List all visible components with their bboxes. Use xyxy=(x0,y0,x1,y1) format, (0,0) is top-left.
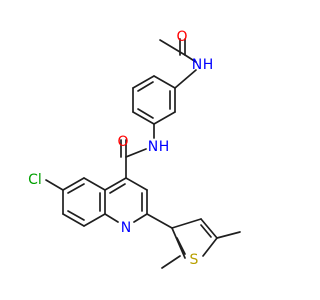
atom-s-thiophene: S xyxy=(190,252,199,268)
atom-n-acetamide: N xyxy=(192,57,202,73)
bond-benz-3 xyxy=(132,111,155,125)
bond-q-1 xyxy=(125,177,148,191)
molecule-diagram: O N H O N H Cl N S xyxy=(28,29,241,269)
atom-n-quinoline: N xyxy=(121,220,131,236)
bond-benz-5 xyxy=(132,75,155,89)
bond-th-2 xyxy=(200,218,218,239)
bond-th-inner-2 xyxy=(176,237,186,255)
bond-benz-6 xyxy=(153,75,176,89)
atom-h-carboxamide: H xyxy=(159,139,170,155)
atom-cl: Cl xyxy=(28,172,42,188)
bond-th-methyl-right xyxy=(216,231,241,239)
bond-qb-4 xyxy=(62,213,85,227)
atom-n-carboxamide: N xyxy=(148,139,158,155)
bond-layer xyxy=(45,38,241,269)
bond-qb-inner-2 xyxy=(67,210,85,221)
bond-q-inner-2 xyxy=(109,183,126,194)
molecule-structure: O N H O N H Cl N S xyxy=(28,29,241,269)
bond-benz-inner-2 xyxy=(137,108,154,119)
bond-th-inner-1 xyxy=(200,224,212,238)
bond-benz-2 xyxy=(153,111,176,125)
bond-th-1 xyxy=(171,218,202,229)
bond-qb-2 xyxy=(62,177,85,191)
bond-q-thiophene xyxy=(146,213,173,229)
bond-c-cl xyxy=(45,179,64,191)
bond-n-ring xyxy=(174,69,197,89)
bond-nh-carbonyl xyxy=(125,148,147,158)
bond-qb-1 xyxy=(83,177,106,191)
atom-o-carboxamide: O xyxy=(117,134,128,150)
bond-carbonyl-n xyxy=(184,54,197,63)
atom-o-acetyl: O xyxy=(176,29,187,45)
bond-q-4 xyxy=(104,213,119,223)
bond-qb-inner-1 xyxy=(67,183,85,194)
atom-h-acetamide: H xyxy=(203,57,214,73)
bond-th-methyl-left xyxy=(161,255,181,269)
bond-th-4 xyxy=(171,227,186,259)
bond-q-6 xyxy=(104,177,127,191)
bond-qb-5 xyxy=(83,213,106,227)
bond-benz-inner-3 xyxy=(137,81,154,92)
bond-th-3 xyxy=(202,237,218,257)
bond-q-3 xyxy=(133,213,148,223)
atom-label-layer: O N H O N H Cl N S xyxy=(28,29,213,268)
